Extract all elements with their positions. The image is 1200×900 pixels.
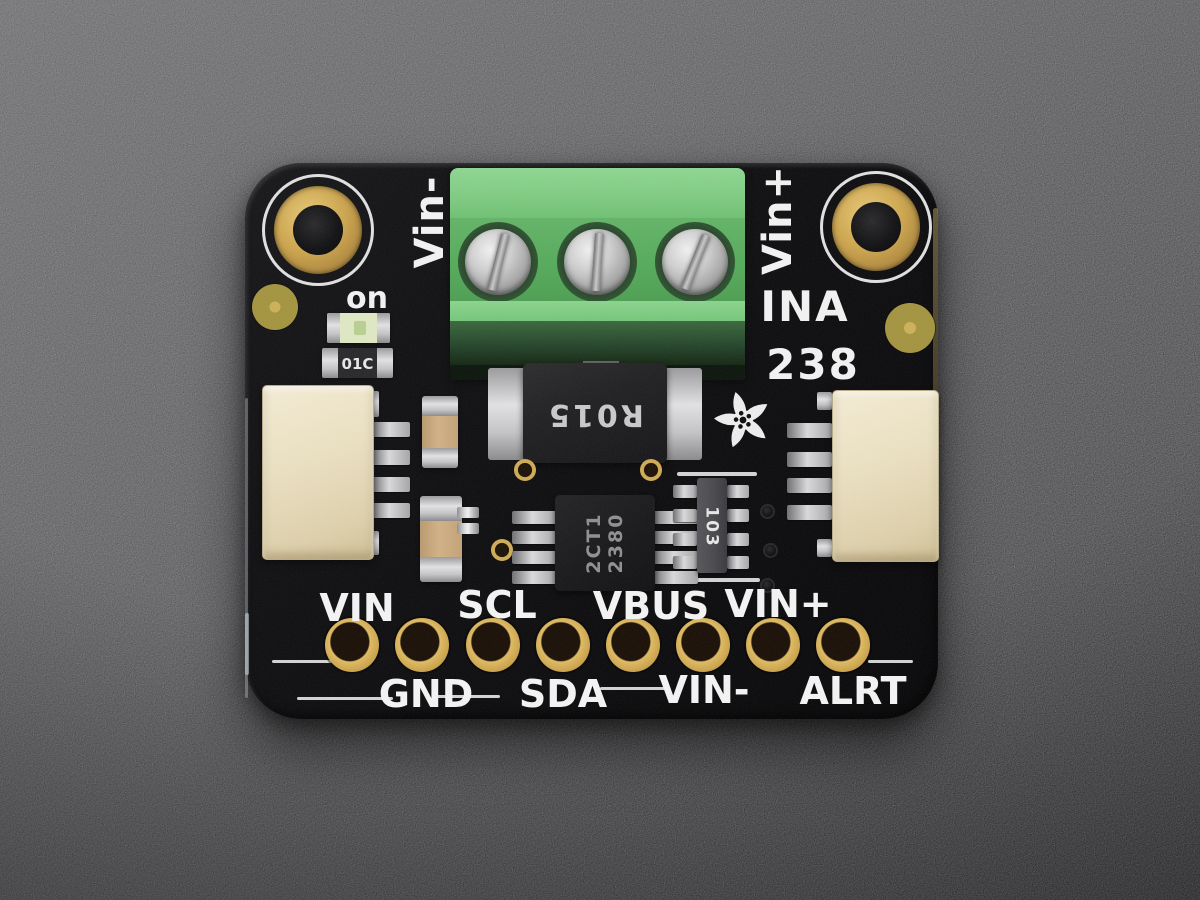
stemma-qt-pin (787, 452, 832, 467)
silkscreen-trace-line (868, 660, 913, 663)
terminal-screw-well (557, 222, 637, 302)
screw-terminal-block (450, 168, 745, 380)
stemma-qt-pin (372, 477, 410, 492)
terminal-block-ledge (450, 301, 745, 323)
through-hole-pad-gnd (395, 618, 449, 672)
terminal-screw-well (458, 222, 538, 302)
through-hole-pad-vin-plus (746, 618, 800, 672)
ic-lead (653, 571, 698, 584)
stemma-qt-pin (787, 478, 832, 493)
through-hole-pad-alrt (816, 618, 870, 672)
board-edge-highlight-bottom-left (245, 613, 249, 675)
silkscreen-trace-line (677, 472, 757, 476)
terminal-screw-1 (465, 229, 531, 295)
pin-label-gnd: GND (378, 672, 474, 716)
led-resistor: 01C (322, 348, 393, 378)
silkscreen-trace-line (272, 660, 332, 663)
yellow-test-pad-left (252, 284, 298, 330)
ic-marking-line2: 2380 (605, 512, 627, 574)
terminal-screw-2 (564, 229, 630, 295)
ic-ina238: 2CT1 2380 (555, 495, 655, 591)
resistor-network-lead (673, 485, 697, 498)
small-drill-hole (765, 545, 776, 556)
pcb-board: Vin- Vin+ INA 238 on 01C (245, 163, 939, 719)
stemma-qt-pin (787, 505, 832, 520)
stemma-qt-pin (787, 423, 832, 438)
via (514, 459, 536, 481)
stemma-qt-mount-tab (817, 539, 832, 557)
resistor-network-marking: 103 (701, 506, 722, 548)
mounting-hole-bore (293, 205, 343, 255)
solder-pad (457, 523, 479, 534)
pin-label-vin: VIN (319, 586, 395, 630)
ic-marking: 2CT1 2380 (557, 493, 653, 593)
stemma-qt-pin (372, 450, 410, 465)
silkscreen-trace-line (600, 687, 667, 690)
shunt-resistor-marking: R015 (546, 397, 644, 432)
small-drill-hole (762, 506, 773, 517)
solder-pad (457, 507, 479, 518)
pin-label-vin-minus: VIN- (658, 668, 750, 712)
resistor-network-lead (673, 556, 697, 569)
resistor-network-lead (727, 533, 749, 546)
resistor-network-lead (727, 556, 749, 569)
ic-marking-line1: 2CT1 (583, 512, 605, 574)
pin-label-vbus: VBUS (592, 584, 710, 628)
smd-capacitor (420, 496, 462, 582)
resistor-network-lead (673, 533, 697, 546)
stemma-qt-pin (372, 503, 410, 518)
resistor-network-lead (727, 509, 749, 522)
stemma-qt-connector-right (832, 390, 939, 562)
stemma-qt-pin (372, 422, 410, 437)
mounting-hole-bore (851, 202, 901, 252)
ic-lead (512, 551, 557, 564)
via (491, 539, 513, 561)
silkscreen-chip-name-line1: INA (760, 282, 850, 331)
adafruit-flower-logo (714, 391, 768, 448)
silkscreen-label-vin-minus: Vin- (407, 175, 453, 269)
stemma-qt-mount-tab (817, 392, 832, 410)
silkscreen-label-on: on (346, 281, 388, 316)
ic-lead (512, 511, 557, 524)
led-die (354, 321, 366, 335)
resistor-network-lead (673, 509, 697, 522)
led-resistor-marking: 01C (341, 355, 374, 373)
ic-lead (512, 531, 557, 544)
resistor-network: 103 (697, 478, 727, 573)
pin-label-sda: SDA (518, 672, 608, 716)
terminal-screw-well (655, 222, 735, 302)
through-hole-pad-sda (536, 618, 590, 672)
via (640, 459, 662, 481)
pin-label-alrt: ALRT (799, 669, 907, 713)
power-led (327, 313, 390, 343)
shunt-resistor: R015 (523, 363, 667, 463)
pin-label-vin-plus: VIN+ (724, 582, 832, 626)
stemma-qt-connector-left (262, 385, 374, 560)
terminal-screw-3 (662, 229, 728, 295)
yellow-test-pad-right (885, 303, 935, 353)
resistor-network-lead (727, 485, 749, 498)
silkscreen-label-vin-plus: Vin+ (755, 165, 801, 275)
terminal-block-top (450, 168, 745, 218)
silkscreen-chip-name-line2: 238 (766, 340, 860, 389)
pin-label-scl: SCL (457, 583, 537, 627)
smd-capacitor (422, 396, 458, 468)
